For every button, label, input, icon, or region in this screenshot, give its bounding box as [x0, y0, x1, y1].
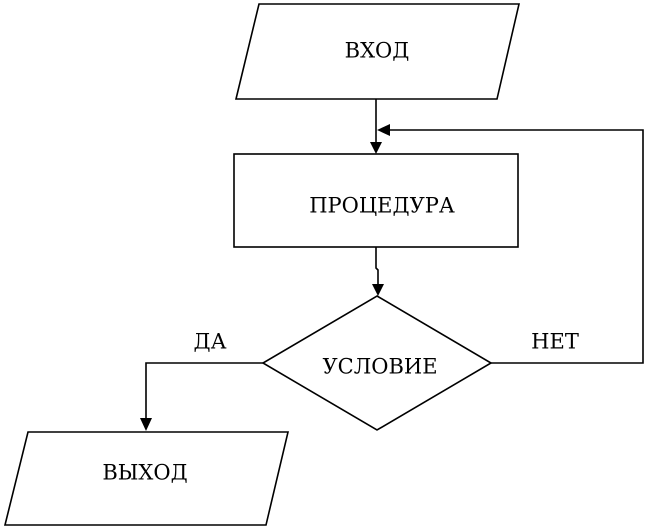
output-node-shape: [3, 431, 290, 526]
edge-yes-to-output: [145, 362, 263, 419]
edge-no-loop-back: [388, 129, 644, 364]
procedure-node-shape: [233, 153, 519, 248]
edge-yes-label: ДА: [194, 330, 227, 354]
arrowhead-procedure-to-condition: [372, 284, 384, 296]
input-node-label: ВХОД: [345, 39, 410, 63]
output-node-label: ВЫХОД: [102, 461, 187, 485]
edge-no-label: НЕТ: [531, 330, 579, 354]
edge-procedure-to-condition: [375, 247, 379, 285]
arrowhead-yes-to-output: [140, 418, 152, 431]
condition-node-shape: [261, 295, 493, 431]
arrowhead-input-to-procedure: [370, 142, 382, 154]
condition-node-label: УСЛОВИЕ: [322, 355, 437, 379]
arrowhead-no-loop-back: [377, 124, 390, 136]
input-node-shape: [234, 3, 521, 100]
procedure-node-label: ПРОЦЕДУРА: [309, 194, 455, 218]
